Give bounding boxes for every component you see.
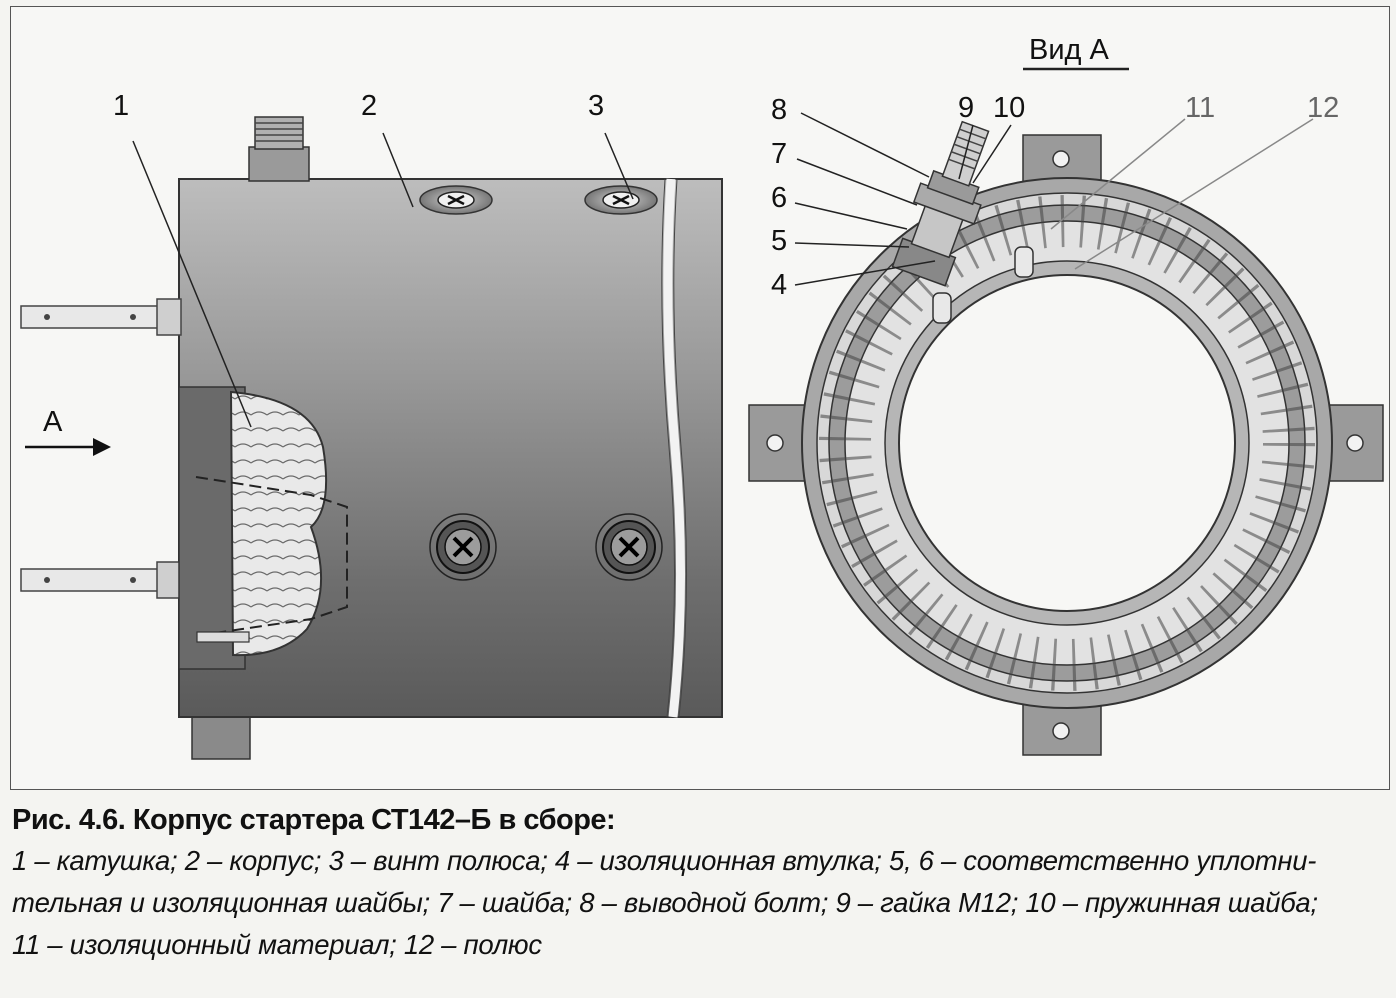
callout-11: 11: [1185, 92, 1215, 124]
top-terminal-bolt: [248, 116, 310, 182]
callout-12: 12: [1307, 92, 1339, 124]
callout-4: 4: [771, 269, 787, 301]
lead-clip: [1014, 246, 1034, 278]
callout-7: 7: [771, 138, 787, 170]
upper-lead: [20, 298, 182, 336]
callout-3: 3: [588, 90, 604, 122]
figure-caption: Рис. 4.6. Корпус стартера СТ142–Б в сбор…: [12, 800, 1388, 966]
view-a-title: Вид А: [1029, 34, 1110, 66]
mounting-lug: [748, 404, 808, 482]
pole-screw-icon: [429, 513, 497, 581]
callout-10: 10: [993, 92, 1025, 124]
caption-line: 11 – изоляционный материал; 12 – полюс: [12, 929, 542, 960]
callout-2: 2: [361, 90, 377, 122]
housing-side-view: А 1 2 3: [20, 90, 723, 760]
bore: [898, 274, 1236, 612]
figure-frame: А 1 2 3 Вид А: [10, 6, 1390, 790]
starter-housing-drawing: А 1 2 3 Вид А: [20, 34, 1384, 760]
break-line: [663, 178, 686, 718]
caption-line: 1 – катушка; 2 – корпус; 3 – винт полюса…: [12, 845, 1317, 876]
lead-clip: [932, 292, 952, 324]
callout-1: 1: [113, 90, 129, 122]
direction-label: А: [43, 406, 63, 438]
callout-5: 5: [771, 225, 787, 257]
callout-6: 6: [771, 182, 787, 214]
mounting-lug: [1326, 404, 1384, 482]
pole-screw-icon: [419, 185, 493, 215]
coil-cutaway: [178, 386, 348, 670]
callout-9: 9: [958, 92, 974, 124]
callout-8: 8: [771, 94, 787, 126]
lower-lead: [20, 561, 182, 599]
caption-title: Рис. 4.6. Корпус стартера СТ142–Б в сбор…: [12, 804, 616, 836]
caption-line: тельная и изоляционная шайбы; 7 – шайба;…: [12, 887, 1318, 918]
pole-screw-icon: [595, 513, 663, 581]
view-a: Вид А: [748, 34, 1384, 756]
pole-screw-icon: [584, 185, 658, 215]
